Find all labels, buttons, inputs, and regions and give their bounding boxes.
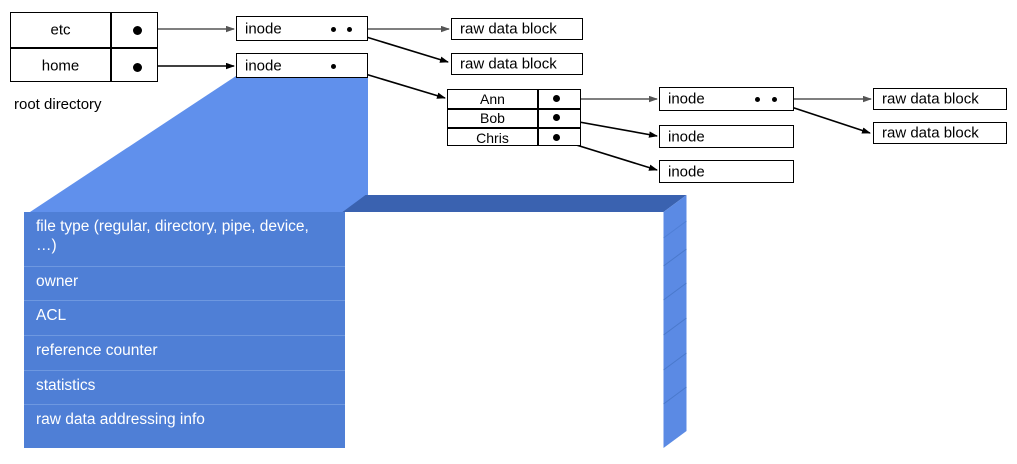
inode-pointer-dot[interactable] xyxy=(331,27,336,32)
inode-label: inode xyxy=(668,128,705,145)
inode-detail-row-label: reference counter xyxy=(36,342,158,359)
raw-data-block-label: raw data block xyxy=(882,124,979,142)
root-entry-pointer-home[interactable] xyxy=(133,63,142,72)
inode-detail-row: raw data addressing info xyxy=(24,404,345,448)
home-directory-row[interactable]: Ann xyxy=(448,90,537,108)
inode-box-chris[interactable]: inode xyxy=(659,160,794,183)
home-entry-pointer-chris[interactable] xyxy=(553,134,560,141)
inode-detail-row-label: ACL xyxy=(36,307,67,324)
root-entry-name-home: home xyxy=(41,57,80,74)
root-entry-name-etc: etc xyxy=(50,21,71,39)
raw-data-block[interactable]: raw data block xyxy=(873,88,1007,110)
home-directory-table: Ann Bob Chris xyxy=(447,89,581,146)
home-entry-pointer-ann[interactable] xyxy=(553,95,560,102)
inode-pointer-dot[interactable] xyxy=(772,97,777,102)
home-directory-row-divider xyxy=(448,108,580,110)
root-directory-caption: root directory xyxy=(14,96,102,113)
inode-label: inode xyxy=(668,163,705,180)
inode-box-bob[interactable]: inode xyxy=(659,125,794,148)
home-directory-row[interactable]: Chris xyxy=(448,128,537,147)
raw-data-block[interactable]: raw data block xyxy=(873,122,1007,144)
inode-pointer-dot[interactable] xyxy=(331,64,336,69)
inode-detail-row: ACL xyxy=(24,300,345,335)
raw-data-block-label: raw data block xyxy=(882,90,979,108)
inode-box-ann[interactable]: inode xyxy=(659,87,794,111)
inode-box-etc[interactable]: inode xyxy=(236,16,368,41)
raw-data-block[interactable]: raw data block xyxy=(451,18,583,40)
home-entry-name-bob: Bob xyxy=(480,110,505,126)
home-entry-pointer-bob[interactable] xyxy=(553,114,560,121)
root-directory-table: etc home xyxy=(10,12,158,82)
inode-detail-row: file type (regular, directory, pipe, dev… xyxy=(24,212,345,266)
root-directory-row[interactable]: etc xyxy=(11,13,110,47)
inode-detail-panel: file type (regular, directory, pipe, dev… xyxy=(0,190,687,464)
inode-pointer-dot[interactable] xyxy=(755,97,760,102)
inode-detail-row-label: statistics xyxy=(36,377,96,394)
home-directory-column-divider xyxy=(537,90,539,145)
inode-label: inode xyxy=(668,90,705,108)
root-directory-row-divider xyxy=(11,47,157,49)
inode-label: inode xyxy=(245,57,282,74)
raw-data-block-label: raw data block xyxy=(460,20,557,38)
inode-detail-row-label: raw data addressing info xyxy=(36,411,205,428)
inode-label: inode xyxy=(245,20,282,37)
home-entry-name-chris: Chris xyxy=(476,129,509,146)
root-directory-row[interactable]: home xyxy=(11,48,110,83)
raw-data-block-label: raw data block xyxy=(460,55,557,73)
inode-detail-row: statistics xyxy=(24,370,345,404)
root-entry-pointer-etc[interactable] xyxy=(133,26,142,35)
inode-detail-row-label: file type (regular, directory, pipe, dev… xyxy=(36,218,309,254)
raw-data-block[interactable]: raw data block xyxy=(451,53,583,75)
home-entry-name-ann: Ann xyxy=(480,91,505,107)
inode-detail-row-label: owner xyxy=(36,273,79,290)
inode-pointer-dot[interactable] xyxy=(347,27,352,32)
inode-box-home[interactable]: inode xyxy=(236,53,368,78)
inode-detail-row: reference counter xyxy=(24,335,345,370)
inode-detail-row: owner xyxy=(24,266,345,300)
home-directory-row[interactable]: Bob xyxy=(448,109,537,127)
home-directory-row-divider xyxy=(448,127,580,129)
